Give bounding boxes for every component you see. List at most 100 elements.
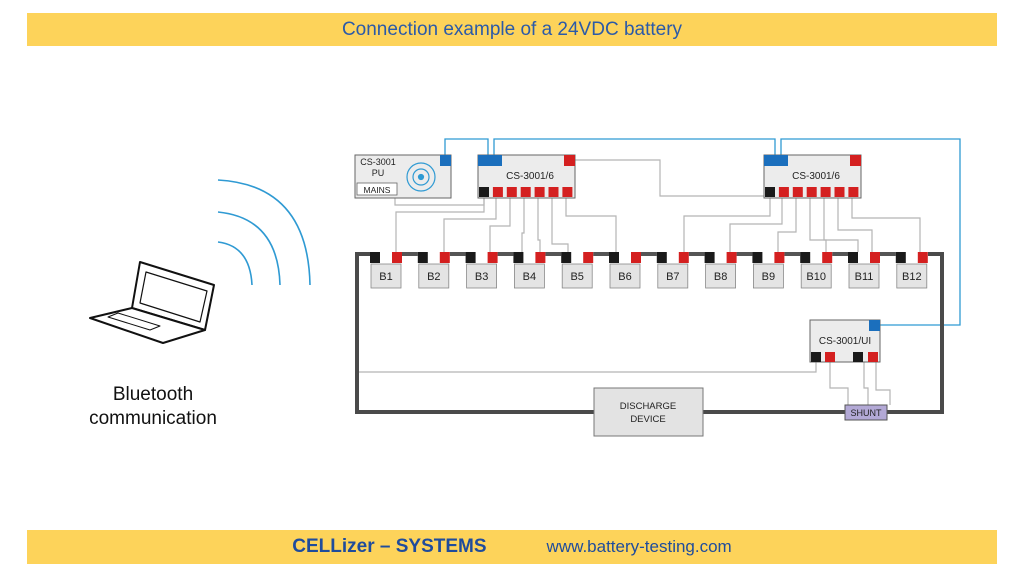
discharge-label-line2: DEVICE: [630, 414, 665, 425]
cell-positive-terminal: [392, 252, 402, 263]
battery-cell-b12: B12: [895, 252, 928, 289]
module-pin: [534, 187, 545, 197]
cell-negative-terminal: [465, 252, 476, 263]
footer-brand: CELLizer – SYSTEMS: [292, 536, 487, 557]
module-pin: [806, 187, 817, 197]
module-pin: [479, 187, 489, 197]
pu-label-line2: PU: [372, 168, 385, 178]
discharge-label-line1: DISCHARGE: [620, 401, 676, 412]
shunt-label: SHUNT: [851, 408, 883, 418]
cell-positive-terminal: [583, 252, 594, 263]
battery-cell-b6: B6: [609, 252, 641, 289]
cell-positive-terminal: [774, 252, 785, 263]
battery-cells: B1 B2 B3 B4 B5 B6 B7 B8 B9 B10 B11 B12: [370, 252, 928, 289]
cell-label: B12: [902, 271, 922, 283]
laptop-icon: [89, 261, 215, 344]
pu-comm-port: [440, 155, 451, 166]
battery-cell-b4: B4: [513, 252, 546, 289]
module-1-comm-port: [478, 155, 502, 166]
bluetooth-waves-icon: [217, 179, 311, 286]
cell-negative-terminal: [609, 252, 619, 263]
module-2: CS-3001/6: [763, 154, 862, 199]
ui-label: CS-3001/UI: [819, 336, 871, 347]
module-pin: [792, 187, 803, 197]
bluetooth-caption: Bluetooth communication: [60, 383, 246, 431]
cell-label: B7: [666, 271, 679, 283]
cell-negative-terminal: [417, 252, 428, 263]
module-pin: [778, 187, 789, 197]
battery-cell-b5: B5: [561, 252, 594, 289]
cell-positive-terminal: [439, 252, 450, 263]
battery-cell-b1: B1: [370, 252, 402, 289]
cell-label: B5: [570, 271, 583, 283]
discharge-device: DISCHARGE DEVICE: [593, 387, 704, 437]
ui-unit: CS-3001/UI: [809, 319, 881, 363]
signal-wires: [357, 159, 921, 405]
cell-negative-terminal: [895, 252, 906, 263]
footer-banner: CELLizer – SYSTEMS www.battery-testing.c…: [27, 530, 997, 564]
module-1-pins: [479, 187, 573, 197]
module-pin: [765, 187, 775, 197]
battery-cell-b2: B2: [417, 252, 450, 289]
cell-label: B2: [427, 271, 440, 283]
battery-cell-b7: B7: [656, 252, 689, 289]
module-2-pins: [765, 187, 859, 197]
battery-cell-b10: B10: [800, 252, 833, 289]
cell-label: B3: [475, 271, 488, 283]
cell-label: B10: [806, 271, 826, 283]
caption-line-2: communication: [89, 408, 217, 429]
cell-positive-terminal: [822, 252, 833, 263]
module-2-power-port: [850, 155, 861, 166]
module-pin: [520, 187, 531, 197]
comm-wires: [444, 138, 961, 326]
cell-label: B8: [714, 271, 727, 283]
cell-positive-terminal: [917, 252, 928, 263]
cell-label: B4: [523, 271, 536, 283]
mains-label: MAINS: [364, 185, 391, 195]
battery-cell-b3: B3: [465, 252, 498, 289]
cell-label: B9: [762, 271, 775, 283]
bluetooth-module-icon: [406, 162, 436, 192]
module-2-label: CS-3001/6: [792, 171, 840, 182]
cell-label: B11: [855, 271, 874, 283]
shunt: SHUNT: [844, 404, 888, 421]
cell-positive-terminal: [487, 252, 498, 263]
ui-comm-port: [869, 320, 880, 331]
footer-url: www.battery-testing.com: [546, 537, 732, 556]
cell-negative-terminal: [752, 252, 763, 263]
module-pin: [492, 187, 503, 197]
cell-negative-terminal: [370, 252, 380, 263]
module-1: CS-3001/6: [477, 154, 576, 199]
module-pin: [834, 187, 845, 197]
cell-negative-terminal: [656, 252, 667, 263]
power-bus: [355, 252, 944, 414]
cell-negative-terminal: [513, 252, 524, 263]
battery-cell-b9: B9: [752, 252, 785, 289]
cell-negative-terminal: [704, 252, 715, 263]
header-banner: Connection example of a 24VDC battery: [27, 13, 997, 46]
cell-positive-terminal: [870, 252, 880, 263]
module-pin: [548, 187, 559, 197]
battery-cell-b11: B11: [848, 252, 880, 289]
cell-positive-terminal: [726, 252, 737, 263]
module-pin: [820, 187, 831, 197]
module-pin: [848, 187, 859, 197]
page-title: Connection example of a 24VDC battery: [341, 18, 683, 40]
cell-label: B6: [618, 271, 631, 283]
battery-cell-b8: B8: [704, 252, 737, 289]
module-pin: [506, 187, 517, 197]
cell-negative-terminal: [561, 252, 572, 263]
pu-unit: CS-3001 PU MAINS: [354, 154, 452, 199]
module-1-label: CS-3001/6: [506, 171, 554, 182]
cell-positive-terminal: [631, 252, 641, 263]
caption-line-1: Bluetooth: [112, 384, 194, 405]
module-pin: [562, 187, 573, 197]
pu-label-line1: CS-3001: [360, 157, 396, 167]
module-1-power-port: [564, 155, 575, 166]
cell-label: B1: [379, 271, 392, 283]
cell-positive-terminal: [678, 252, 689, 263]
module-2-comm-port: [764, 155, 788, 166]
cell-positive-terminal: [535, 252, 546, 263]
cell-negative-terminal: [848, 252, 858, 263]
